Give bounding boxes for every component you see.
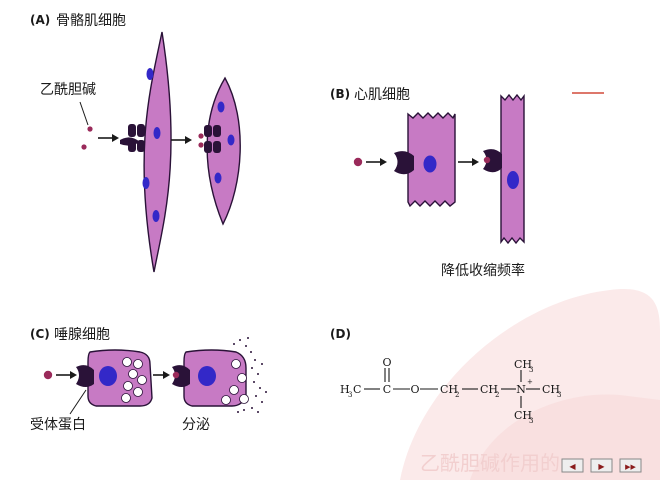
ligand-label: 乙酰胆碱 (40, 82, 96, 98)
ligand-label-leader (79, 101, 89, 126)
arrow-icon (366, 158, 387, 166)
prev-icon: ◀ (569, 462, 576, 471)
nucleus (152, 210, 160, 222)
methyl-h-sub: 3 (348, 391, 352, 399)
panel-d-letter: (D) (330, 327, 351, 341)
methylene-2: CH (480, 383, 498, 396)
panel-b: (B) 心肌细胞 降低收缩频率 (330, 87, 604, 279)
ester-oxygen: O (410, 383, 419, 396)
panel-a-title: 骨骼肌细胞 (56, 13, 126, 29)
arrow-icon (458, 158, 479, 166)
nucleus (227, 134, 235, 146)
nucleus (423, 155, 437, 173)
nucleus (153, 127, 161, 139)
methylene-1-sub: 2 (455, 391, 459, 399)
nucleus (214, 172, 222, 184)
receptor-protein (394, 151, 414, 175)
ach-molecule (353, 157, 363, 167)
ach-molecule (198, 142, 204, 148)
panel-d: (D) O H 3 C C O CH 2 CH 2 N + CH 3 (330, 327, 561, 425)
nucleus (217, 101, 225, 113)
contracted-muscle-cell (206, 76, 241, 226)
panel-b-title: 心肌细胞 (354, 87, 410, 103)
methyl-c: C (353, 383, 361, 396)
slide-nav: ◀ ▶ ▶▶ (561, 458, 642, 473)
arrow-icon (56, 371, 77, 379)
n-methyl-bottom: CH (514, 409, 532, 422)
carbonyl-oxygen: O (382, 356, 391, 369)
methylene-2-sub: 2 (495, 391, 499, 399)
end-slide-button[interactable]: ▶▶ (619, 458, 642, 473)
receptor-protein (483, 149, 502, 173)
ach-molecule (198, 133, 204, 139)
panel-c-effect: 分泌 (182, 417, 210, 433)
nitrogen-charge: + (527, 378, 533, 386)
panel-a-letter: (A) (30, 13, 50, 27)
methylene-1: CH (440, 383, 458, 396)
methyl-h: H (340, 383, 350, 396)
panel-c: (C) 唾腺细胞 (30, 327, 267, 433)
receptor-protein (172, 365, 190, 387)
nitrogen: N (516, 383, 526, 396)
secretory-granules (221, 359, 249, 405)
end-icon: ▶▶ (625, 463, 636, 471)
panel-c-title: 唾腺细胞 (54, 327, 110, 343)
panel-c-letter: (C) (30, 327, 50, 341)
prev-slide-button[interactable]: ◀ (561, 458, 584, 473)
arrow-icon (98, 134, 119, 142)
next-icon: ▶ (598, 462, 605, 471)
panel-a: (A) 骨骼肌细胞 乙酰胆碱 (30, 13, 241, 273)
nucleus (198, 366, 216, 386)
elongated-cardiac-cell (500, 93, 525, 245)
faded-caption: 乙酰胆碱作用的 (420, 451, 560, 475)
ach-molecule (483, 156, 491, 164)
arrow-icon (153, 371, 170, 379)
nucleus (146, 68, 154, 80)
receptor-protein (76, 365, 94, 387)
nucleus (507, 171, 519, 189)
acetylcholine-structure (364, 368, 540, 408)
n-methyl-top: CH (514, 358, 532, 371)
carbonyl-carbon: C (383, 383, 391, 396)
ach-molecule (81, 144, 87, 150)
ach-molecule (172, 371, 180, 379)
n-methyl-right: CH (542, 383, 560, 396)
n-methyl-bottom-sub: 3 (529, 417, 533, 425)
receptor-protein (204, 125, 221, 153)
secretory-granules (121, 357, 147, 403)
panel-b-letter: (B) (330, 87, 350, 101)
nucleus (99, 366, 117, 386)
secretion-dots (233, 337, 267, 413)
ach-molecule (43, 370, 53, 380)
nucleus (142, 177, 150, 189)
n-methyl-top-sub: 3 (529, 366, 533, 374)
ach-molecule (87, 126, 93, 132)
next-slide-button[interactable]: ▶ (590, 458, 613, 473)
receptor-protein (120, 124, 145, 152)
panel-b-effect: 降低收缩频率 (441, 262, 525, 279)
skeletal-muscle-cell (143, 31, 172, 273)
receptor-label: 受体蛋白 (30, 417, 86, 433)
receptor-label-leader (69, 389, 87, 415)
arrow-icon (171, 136, 192, 144)
n-methyl-right-sub: 3 (557, 391, 561, 399)
